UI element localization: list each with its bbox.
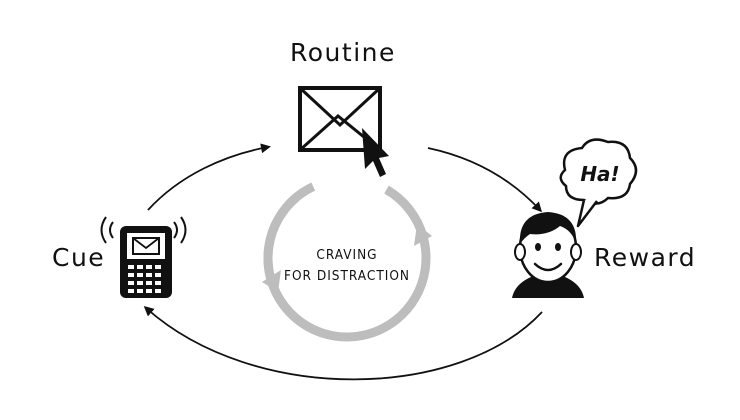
craving-label-line1: CRAVING xyxy=(316,247,378,263)
arrow-routine-to-reward xyxy=(427,147,543,213)
reward-label: Reward xyxy=(594,243,697,272)
craving-label-line2: FOR DISTRACTION xyxy=(284,268,410,284)
smiling-face-icon xyxy=(512,212,584,298)
circular-arrows-icon xyxy=(262,174,432,342)
cue-label: Cue xyxy=(52,243,106,272)
phone-with-mail-icon xyxy=(100,216,187,298)
speech-bubble-text: Ha! xyxy=(580,162,620,186)
arrow-reward-to-cue xyxy=(143,306,543,381)
envelope-with-cursor-icon xyxy=(298,86,389,177)
arrow-cue-to-routine xyxy=(147,143,271,211)
speech-bubble xyxy=(559,138,638,228)
routine-label: Routine xyxy=(290,38,396,67)
